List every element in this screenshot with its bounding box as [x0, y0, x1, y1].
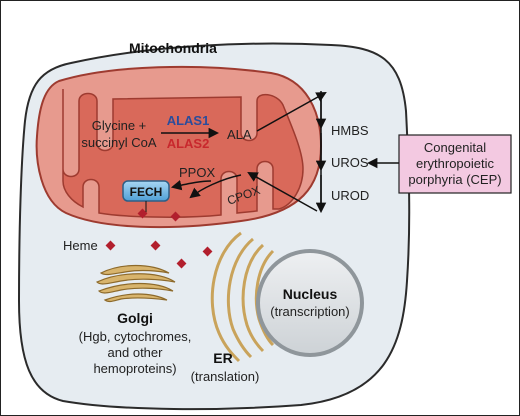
uros-label: UROS — [331, 155, 369, 170]
fech-label: FECH — [130, 185, 163, 199]
heme-molecule — [170, 211, 181, 222]
substrate-label-line2: succinyl CoA — [81, 135, 156, 150]
substrate-label-line1: Glycine + — [92, 118, 147, 133]
alas1-label: ALAS1 — [167, 113, 210, 128]
nucleus-label: Nucleus — [283, 286, 338, 302]
hmbs-label: HMBS — [331, 123, 369, 138]
ppox-label: PPOX — [179, 165, 215, 180]
return-arrow — [247, 171, 318, 212]
heme-molecule — [202, 246, 213, 257]
heme-label: Heme — [63, 238, 98, 253]
heme-molecules — [105, 208, 213, 269]
ala-label: ALA — [227, 127, 252, 142]
heme-molecule — [105, 240, 116, 251]
ppox-arrow — [170, 180, 212, 191]
cep-label-line1: Congenital — [424, 140, 486, 155]
cep-label-line2: erythropoietic — [416, 156, 495, 171]
heme-molecule — [137, 208, 148, 219]
golgi-apparatus — [95, 264, 176, 303]
ala-export-arrow — [256, 91, 327, 132]
er-label: ER — [213, 350, 232, 366]
urod-label: UROD — [331, 188, 369, 203]
golgi-sub-line1: (Hgb, cytochromes, — [79, 329, 192, 344]
cep-label-line3: porphyria (CEP) — [408, 172, 501, 187]
alas2-label: ALAS2 — [167, 136, 210, 151]
golgi-sub-line3: hemoproteins) — [93, 361, 176, 376]
cpox-arrow — [189, 174, 242, 199]
er-sub-label: (translation) — [191, 369, 260, 384]
nucleus-sub-label: (transcription) — [270, 304, 349, 319]
heme-molecule — [150, 240, 161, 251]
heme-molecule — [176, 258, 187, 269]
nucleus — [256, 249, 364, 357]
golgi-sub-line2: and other — [108, 345, 164, 360]
mitochondria-label: Mitochondria — [129, 40, 217, 56]
cep-box — [398, 134, 512, 194]
golgi-label: Golgi — [117, 310, 153, 326]
